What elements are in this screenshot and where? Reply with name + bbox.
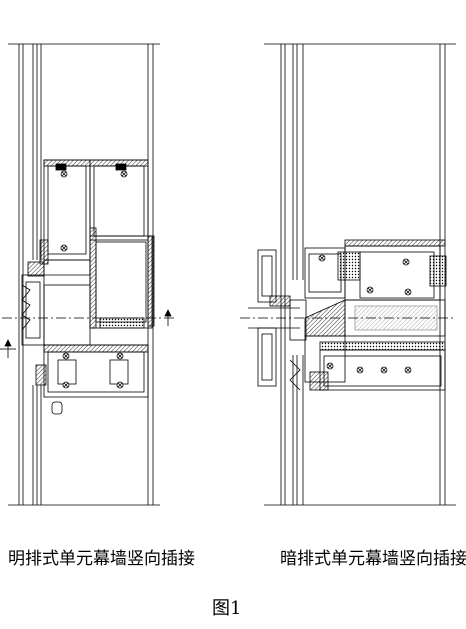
left-lower-mullion: [35, 344, 149, 398]
left-caption: 明排式单元幕墙竖向插接: [8, 549, 195, 569]
figure-label: 图1: [212, 598, 242, 619]
left-setting-block: [51, 401, 63, 415]
right-upper-frame: [257, 239, 447, 303]
crosshair-arrow-icon: [0, 339, 16, 358]
right-section-detail: [240, 43, 456, 506]
right-caption: 暗排式单元幕墙竖向插接: [280, 549, 466, 569]
left-transom: [27, 227, 155, 329]
left-glazing-frame: [21, 274, 91, 346]
right-lower-frame: [257, 327, 446, 391]
left-section-detail: [0, 43, 176, 506]
crosshair-arrow-icon: [164, 309, 172, 326]
